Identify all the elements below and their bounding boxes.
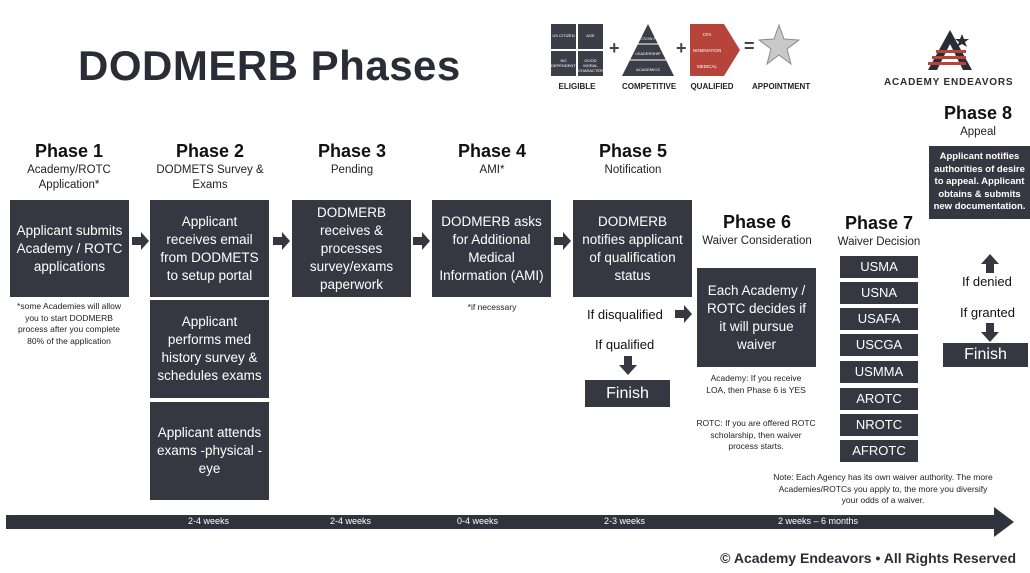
agency-afrotc: AFROTC: [840, 440, 918, 462]
agency-usma: USMA: [840, 256, 918, 278]
timeline-label: 2-4 weeks: [330, 516, 372, 526]
phase-8-box: Applicant notifies authorities of desire…: [929, 146, 1030, 219]
timeline-bar: [6, 515, 996, 529]
phase-2-box-portal: Applicant receives email from DODMETS to…: [150, 200, 269, 297]
qualified-label: QUALIFIED: [690, 82, 734, 91]
if-granted-label: If granted: [960, 305, 1015, 320]
phase-3-title: Phase 3: [317, 141, 387, 161]
plus-sign: +: [609, 38, 620, 58]
arrow-up-icon: [981, 254, 999, 273]
arrow-right-icon: [554, 232, 571, 250]
phase-7-subtitle: Waiver Decision: [837, 236, 921, 248]
phase-1-subtitle: Academy/ROTC Application*: [27, 164, 111, 191]
competitive-tier: LEADERSHIP: [635, 51, 661, 56]
phase-4-note: *if necessary: [467, 302, 517, 312]
timeline-label: 2-4 weeks: [188, 516, 230, 526]
phase-7-title: Phase 7: [844, 213, 914, 233]
phase-4-box: DODMERB asks for Additional Medical Info…: [432, 200, 551, 297]
equals-sign: =: [744, 36, 755, 56]
phase-3-box: DODMERB receives & processes survey/exam…: [292, 200, 411, 297]
academy-endeavors-logo-icon: [928, 30, 972, 70]
arrow-right-icon: [132, 232, 149, 250]
arrow-right-icon: [413, 232, 430, 250]
phase-6-title: Phase 6: [722, 212, 792, 232]
eligible-grid: US CITIZEN AGE NO DEPENDENTS GOOD MORAL …: [551, 24, 603, 76]
timeline-label: 2 weeks – 6 months: [778, 516, 859, 526]
competitive-tier: SELECTION PANEL: [630, 36, 667, 41]
competitive-pyramid: SELECTION PANEL LEADERSHIP ACADEMICS: [622, 24, 674, 76]
agency-usmma: USMMA: [840, 361, 918, 383]
agency-usafa: USAFA: [840, 308, 918, 330]
arrow-down-icon: [619, 356, 637, 375]
phase-2-box-exams: Applicant attends exams -physical -eye: [150, 402, 269, 500]
eligible-cell: AGE: [578, 24, 603, 49]
phase-1-title: Phase 1: [34, 141, 104, 161]
phase-6-note-academy: Academy: If you receive LOA, then Phase …: [706, 373, 806, 395]
qualified-arrow: CFA NOMINATION MEDICAL: [690, 24, 740, 76]
star-icon: [758, 24, 800, 66]
phase-2-subtitle: DODMETS Survey & Exams: [156, 164, 264, 191]
qualified-row: CFA: [703, 32, 712, 37]
phase-5-subtitle: Notification: [604, 164, 662, 176]
agency-usna: USNA: [840, 282, 918, 304]
if-disqualified-label: If disqualified: [587, 307, 663, 322]
phase-8-title: Phase 8: [943, 103, 1013, 123]
agency-nrotc: NROTC: [840, 414, 918, 436]
brand-name: ACADEMY ENDEAVORS: [884, 77, 1014, 88]
agency-arotc: AROTC: [840, 388, 918, 410]
arrow-right-icon: [273, 232, 290, 250]
eligible-cell: US CITIZEN: [551, 24, 576, 49]
timeline-arrowhead: [994, 507, 1014, 537]
competitive-tier: ACADEMICS: [636, 67, 660, 72]
appointment-label: APPOINTMENT: [752, 82, 811, 91]
phase-4-title: Phase 4: [457, 141, 527, 161]
phase-7-note: Note: Each Agency has its own waiver aut…: [773, 472, 993, 505]
phase-5-finish: Finish: [585, 380, 670, 407]
phase-1-box: Applicant submits Academy / ROTC applica…: [10, 200, 129, 297]
phase-4-subtitle: AMI*: [479, 164, 505, 176]
phase-8-finish: Finish: [943, 343, 1028, 367]
plus-sign: +: [676, 38, 687, 58]
eligible-label: ELIGIBLE: [558, 82, 596, 91]
if-denied-label: If denied: [962, 274, 1012, 289]
copyright-footer: © Academy Endeavors • All Rights Reserve…: [720, 550, 1016, 566]
phase-8-subtitle: Appeal: [960, 126, 996, 138]
qualified-row: MEDICAL: [697, 64, 718, 69]
phase-5-title: Phase 5: [598, 141, 668, 161]
phase-5-box: DODMERB notifies applicant of qualificat…: [573, 200, 692, 297]
phase-2-box-survey: Applicant performs med history survey & …: [150, 300, 269, 398]
if-qualified-label: If qualified: [595, 337, 655, 352]
phase-6-note-rotc: ROTC: If you are offered ROTC scholarshi…: [696, 418, 816, 451]
eligible-cell: NO DEPENDENTS: [551, 51, 578, 76]
arrow-down-icon: [981, 323, 999, 342]
qualified-row: NOMINATION: [693, 48, 721, 53]
phase-3-subtitle: Pending: [330, 164, 374, 176]
phase-2-title: Phase 2: [175, 141, 245, 161]
timeline-label: 0-4 weeks: [457, 516, 499, 526]
page-title: DODMERB Phases: [78, 42, 461, 89]
competitive-label: COMPETITIVE: [622, 82, 677, 91]
arrow-right-icon: [675, 305, 692, 323]
agency-uscga: USCGA: [840, 334, 918, 356]
phase-1-note: *some Academies will allow you to start …: [17, 301, 121, 346]
phase-6-subtitle: Waiver Consideration: [702, 235, 812, 247]
phase-6-box: Each Academy / ROTC decides if it will p…: [697, 268, 816, 367]
timeline-label: 2-3 weeks: [604, 516, 646, 526]
eligible-cell: GOOD MORAL CHARACTER: [578, 51, 603, 76]
